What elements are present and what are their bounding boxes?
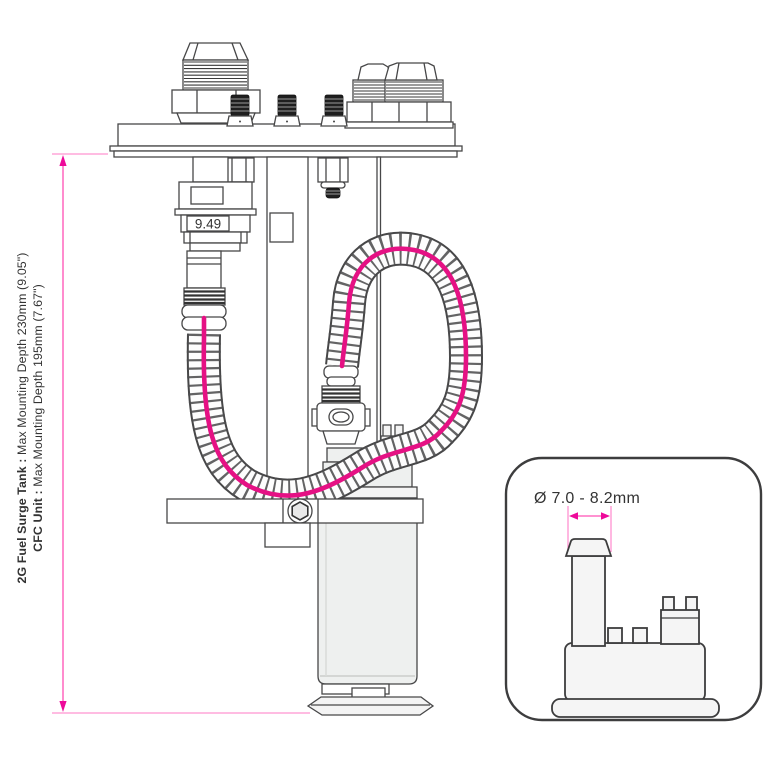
barb-outlet-cap <box>564 538 613 557</box>
filter-value-label: 9.49 <box>195 217 221 232</box>
detail-electrical-connector <box>660 596 700 645</box>
mounting-plate <box>109 123 463 158</box>
terminal-stud <box>273 94 301 127</box>
barb-dimension <box>567 506 612 552</box>
pump-base-flange <box>551 698 720 718</box>
pump-body <box>317 497 418 685</box>
inset-detail-view: Ø 7.0 - 8.2mm <box>504 456 763 722</box>
hanger-rod <box>376 156 382 488</box>
fuel-filter-regulator: 9.49 <box>174 156 257 331</box>
clamp-bracket <box>166 498 424 548</box>
pump-strainer-foot <box>306 696 435 716</box>
filter-value-box <box>186 215 230 232</box>
underside-nut <box>317 157 349 199</box>
terminal-studs <box>226 94 348 127</box>
an-fitting-pair <box>344 62 454 129</box>
pump-base-body <box>564 642 706 702</box>
quick-connect-fitting <box>311 365 371 445</box>
terminal-stud <box>320 94 348 127</box>
barb-outlet-tube <box>571 555 606 647</box>
hose-route-line <box>201 246 469 498</box>
hanger-tube <box>266 156 309 488</box>
terminal-stud <box>226 94 254 127</box>
barb-diameter-label: Ø 7.0 - 8.2mm <box>534 490 640 507</box>
mounting-depth-dimension <box>52 153 310 714</box>
pump-top-detail <box>551 538 720 718</box>
